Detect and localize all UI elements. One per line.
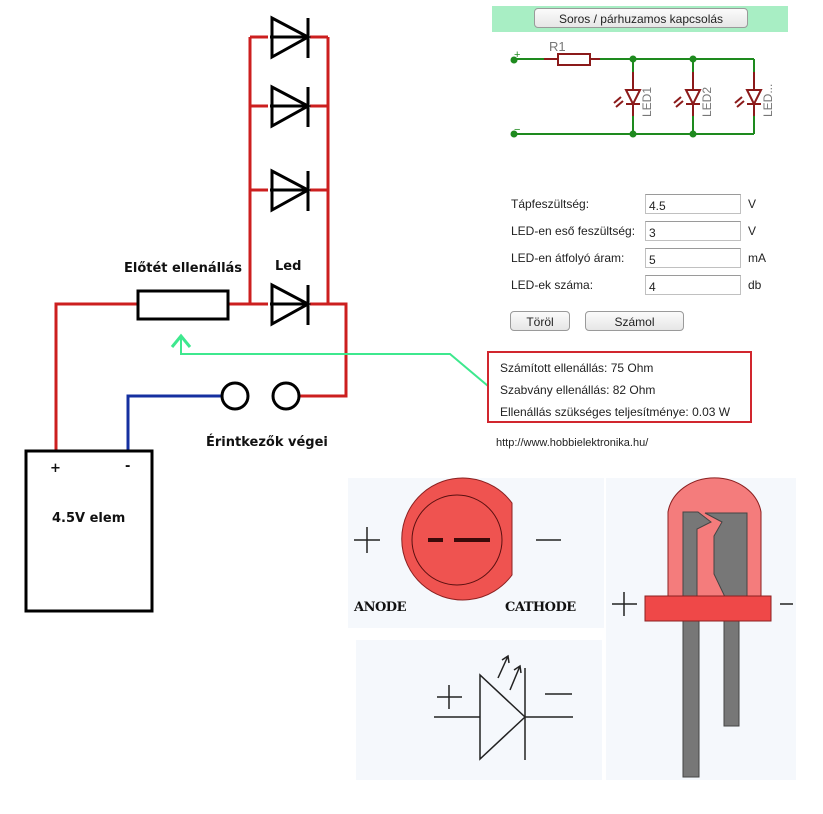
schematic-minus: − (514, 124, 520, 136)
led-current-input[interactable] (645, 248, 741, 268)
battery (24, 449, 154, 613)
led-symbol (434, 654, 573, 761)
led-count-unit: db (748, 278, 762, 292)
led-label: Led (275, 259, 301, 274)
pointer-line (180, 335, 489, 387)
supply-voltage-label: Tápfeszültség: (511, 197, 590, 211)
pointer-arrowhead-icon (170, 333, 192, 348)
led-voltage-input[interactable] (645, 221, 741, 241)
schematic-resistor-label: R1 (549, 39, 566, 54)
battery-minus-label: - (125, 459, 130, 474)
calculated-resistance: Számított ellenállás: 75 Ohm (500, 361, 654, 375)
led-voltage-unit: V (748, 224, 757, 238)
wire-battery-minus (126, 394, 222, 450)
led-diode-2 (268, 84, 312, 129)
required-power: Ellenállás szükséges teljesítménye: 0.03… (500, 405, 731, 419)
led-voltage-label: LED-en eső feszültség: (511, 224, 636, 238)
led-diode-4 (268, 282, 312, 327)
schematic-led-label: LED1 (640, 87, 654, 117)
led-current-unit: mA (748, 251, 766, 265)
led-diodes (268, 15, 312, 327)
calculate-button[interactable]: Számol (585, 311, 684, 331)
battery-plus-label: + (50, 461, 61, 476)
schematic-plus: + (514, 49, 520, 61)
supply-voltage-unit: V (748, 197, 757, 211)
led-count-label: LED-ek száma: (511, 278, 594, 292)
parallel-schematic: + − R1 LED1 LED2 LED... (510, 39, 775, 138)
wire-battery-plus (54, 302, 138, 450)
led-diode-1 (268, 15, 312, 60)
source-link[interactable]: http://www.hobbielektronika.hu/ (496, 437, 649, 449)
schematic-led-label: LED... (761, 84, 775, 117)
resistor-label: Előtét ellenállás (124, 261, 242, 276)
supply-voltage-input[interactable] (645, 194, 741, 214)
led-diode-3 (268, 168, 312, 213)
led-current-label: LED-en átfolyó áram: (511, 251, 625, 265)
led-side-view (612, 477, 793, 778)
led-symbol-panel (356, 640, 602, 780)
schematic-led-2: LED2 (673, 72, 714, 117)
contacts-label: Érintkezők végei (206, 434, 328, 450)
standard-resistance: Szabvány ellenállás: 82 Ohm (500, 383, 656, 397)
results-box: Számított ellenállás: 75 Ohm Szabvány el… (487, 351, 752, 423)
schematic-resistor (557, 53, 591, 66)
schematic-led-label: LED2 (700, 87, 714, 117)
clear-button[interactable]: Töröl (510, 311, 570, 331)
series-parallel-toggle-button[interactable]: Soros / párhuzamos kapcsolás (534, 8, 748, 28)
schematic-led-1: LED1 (613, 72, 654, 117)
schematic-led-3: LED... (734, 72, 775, 117)
led-top-view: ANODE CATHODE (353, 477, 577, 615)
battery-label: 4.5V elem (52, 511, 125, 526)
contact-right (271, 381, 301, 411)
resistor (136, 289, 230, 321)
cathode-label: CATHODE (505, 600, 576, 615)
anode-label: ANODE (353, 600, 407, 615)
led-count-input[interactable] (645, 275, 741, 295)
contact-left (220, 381, 250, 411)
